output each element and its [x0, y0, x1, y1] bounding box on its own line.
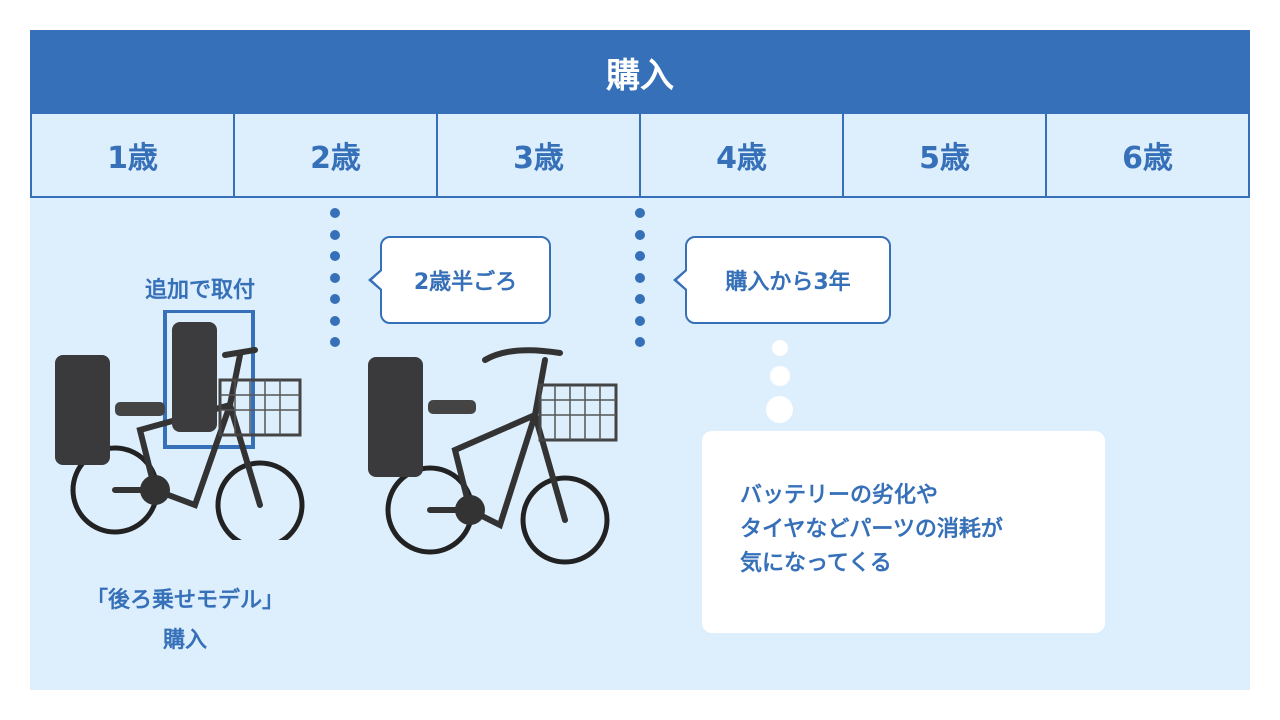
age-3: 3歳 — [438, 114, 641, 196]
bubble-three-years: 購入から3年 — [673, 236, 891, 324]
dotted-line-2 — [635, 208, 645, 347]
model-label: 「後ろ乗せモデル」 — [85, 588, 284, 613]
note-line: バッテリーの劣化や — [740, 483, 939, 508]
purchase-label: 購入 — [162, 628, 207, 653]
age-1: 1歳 — [32, 114, 235, 196]
dotted-line-1 — [330, 208, 340, 347]
age-2: 2歳 — [235, 114, 438, 196]
note-line: タイヤなどパーツの消耗が — [740, 517, 1003, 543]
age-4: 4歳 — [641, 114, 844, 196]
note-box: バッテリーの劣化や タイヤなどパーツの消耗が 気になってくる — [702, 431, 1105, 633]
bubble-two-half: 2歳半ごろ — [368, 236, 551, 324]
page-title: 購入 — [30, 30, 1250, 114]
age-6: 6歳 — [1122, 141, 1173, 176]
thought-dot-small — [772, 340, 788, 356]
thought-dot-medium — [770, 366, 790, 386]
note-line: 気になってくる — [740, 551, 892, 577]
bike-rear-front-seat-icon — [55, 310, 305, 540]
add-on-label: 追加で取付 — [144, 278, 255, 303]
thought-dot-large — [766, 396, 793, 423]
age-row: 1歳 2歳 3歳 4歳 5歳 6歳 — [30, 114, 1250, 198]
bike-rear-seat-icon — [368, 347, 618, 565]
age-5: 5歳 — [844, 114, 1047, 196]
